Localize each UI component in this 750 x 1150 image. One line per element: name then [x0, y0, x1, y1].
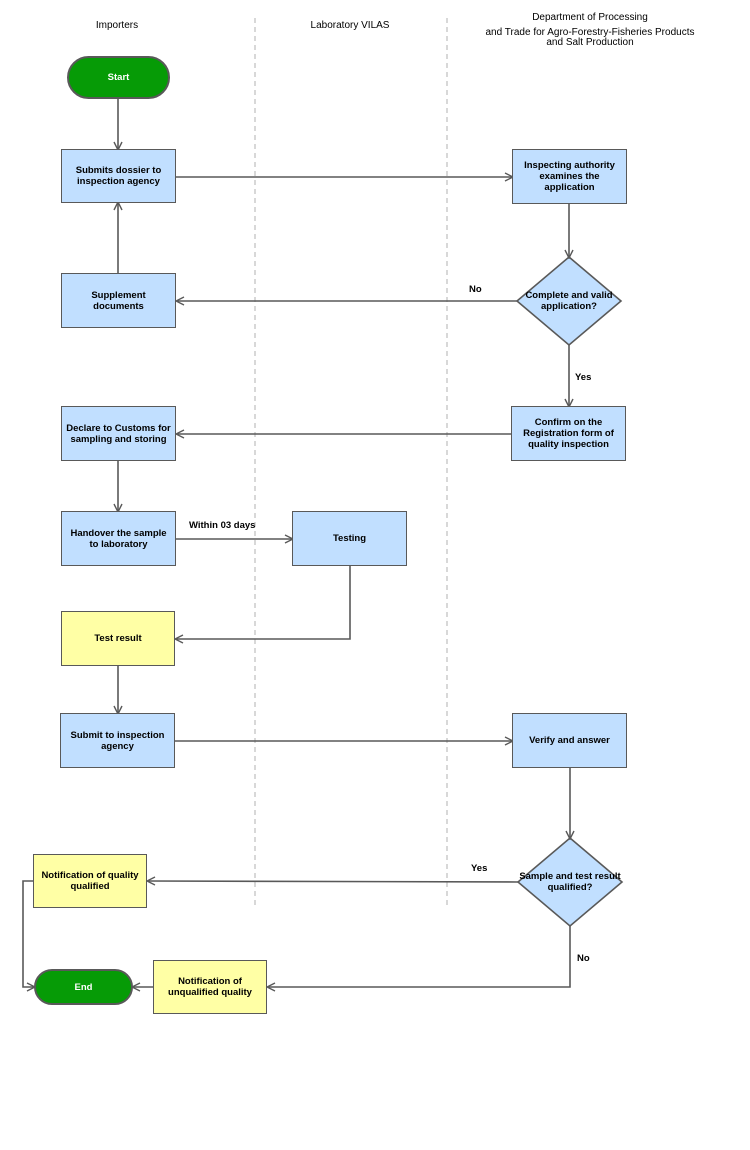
lane-title-department-line2: and Trade for Agro-Forestry-Fisheries Pr… [485, 27, 695, 38]
edge-label-yes-1: Yes [575, 372, 592, 383]
notify-qualified-box: Notification of quality qualified [33, 854, 147, 908]
handover-sample-box: Handover the sample to laboratory [61, 511, 176, 566]
lane-title-department: Department of Processing and Trade for A… [460, 12, 720, 49]
declare-customs-box: Declare to Customs for sampling and stor… [61, 406, 176, 461]
verify-answer-box: Verify and answer [512, 713, 627, 768]
examine-application-box: Inspecting authority examines the applic… [512, 149, 627, 204]
edge-decision-yes-to-qualified [148, 881, 519, 882]
lane-title-importers: Importers [95, 20, 139, 31]
edge-testing-to-result [176, 566, 351, 639]
start-terminal: Start [67, 56, 170, 99]
edge-label-no-1: No [469, 284, 482, 295]
edge-label-yes-2: Yes [471, 863, 488, 874]
submit-inspection-box: Submit to inspection agency [60, 713, 175, 768]
end-terminal: End [34, 969, 133, 1005]
decision-complete-valid-label: Complete and valid application? [525, 290, 613, 312]
confirm-registration-box: Confirm on the Registration form of qual… [511, 406, 626, 461]
edge-label-no-2: No [577, 953, 590, 964]
test-result-box: Test result [61, 611, 175, 666]
edge-qualified-to-end [22, 880, 34, 987]
lane-title-department-line3: and Salt Production [546, 37, 634, 48]
lane-title-laboratory: Laboratory VILAS [310, 20, 390, 31]
decision-sample-qualified-label: Sample and test result qualified? [519, 871, 621, 893]
edge-label-within-days: Within 03 days [189, 520, 256, 531]
lane-title-department-line1: Department of Processing [532, 12, 648, 23]
submit-dossier-box: Submits dossier to inspection agency [61, 149, 176, 203]
edge-decision-no-to-unqualified [268, 926, 571, 987]
supplement-documents-box: Supplement documents [61, 273, 176, 328]
notify-unqualified-box: Notification of unqualified quality [153, 960, 267, 1014]
testing-box: Testing [292, 511, 407, 566]
